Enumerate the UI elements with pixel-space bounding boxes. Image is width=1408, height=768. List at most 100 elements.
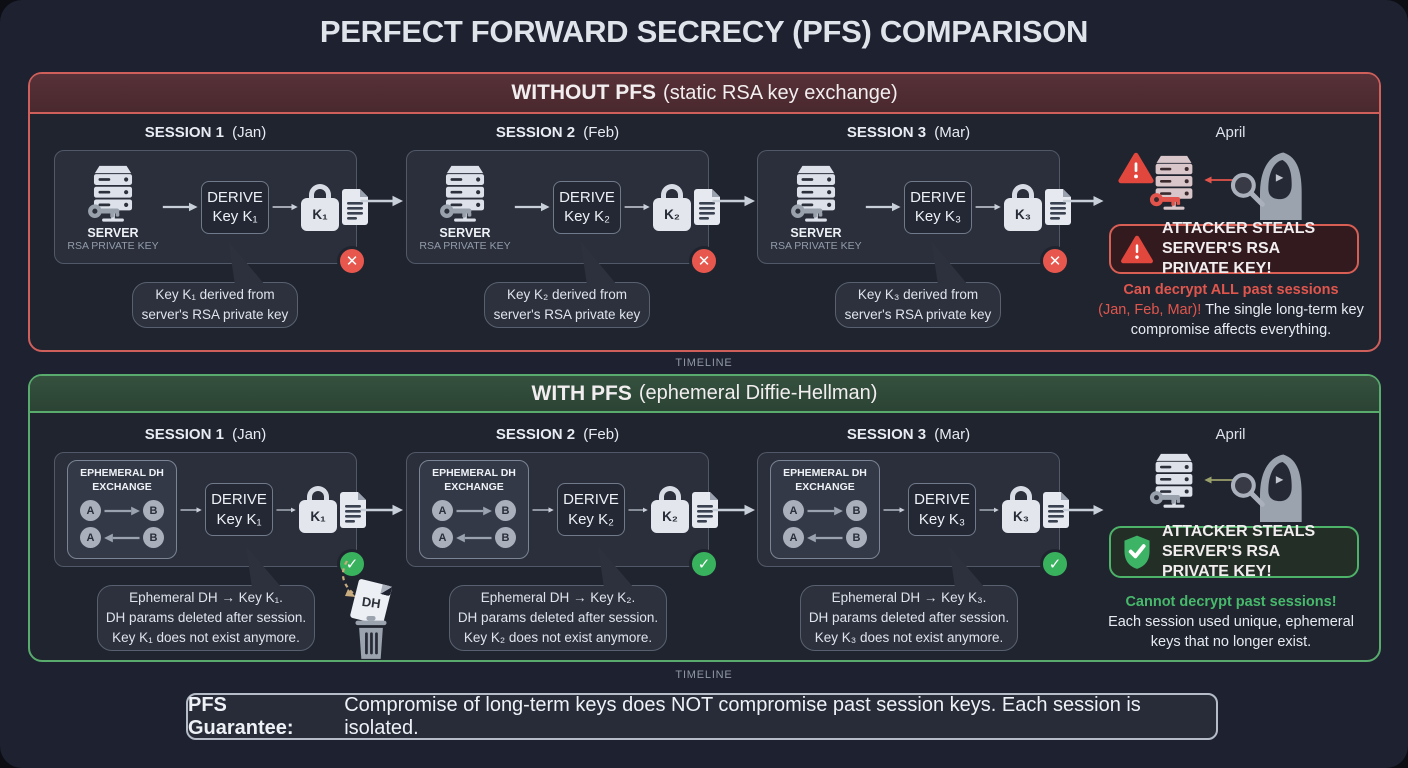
lock-key-label: K₂ bbox=[651, 500, 689, 533]
derive-key-label: Key K₁ bbox=[216, 510, 262, 528]
derive-key-label: Key K₃ bbox=[918, 510, 966, 528]
without-april-notes: Can decrypt ALL past sessions(Jan, Feb, … bbox=[1098, 282, 1364, 338]
without-session-3: SESSION 3 (Mar) SERVER RSA PRIVATE KEY D… bbox=[757, 74, 1060, 350]
session-note-bubble: Key K₁ derived from server's RSA private… bbox=[132, 282, 298, 328]
session-note-bubble: Key K₂ derived from server's RSA private… bbox=[484, 282, 650, 328]
document-icon bbox=[692, 188, 722, 226]
session-name: SESSION 3 bbox=[846, 124, 927, 141]
with-session-1: SESSION 1 (Jan) EPHEMERAL DH EXCHANGE A … bbox=[54, 376, 393, 660]
guarantee-title: PFS Guarantee: bbox=[188, 693, 294, 739]
without-session-1: SESSION 1 (Jan) SERVER RSA PRIVATE KEY D… bbox=[54, 74, 357, 350]
dh-node-b: B bbox=[495, 500, 516, 522]
arrow-right-icon bbox=[532, 504, 554, 516]
session-box: EPHEMERAL DH EXCHANGE A B A B bbox=[406, 452, 719, 579]
server-block: SERVER RSA PRIVATE KEY bbox=[419, 164, 511, 252]
dh-exchange-box: EPHEMERAL DH EXCHANGE A B A B bbox=[770, 460, 880, 559]
arrow-left-icon bbox=[806, 533, 844, 543]
lock-key-label: K₁ bbox=[299, 500, 337, 533]
derive-key-label: Key K₁ bbox=[212, 208, 258, 225]
lock-key-label: K₃ bbox=[1004, 197, 1042, 231]
april-label: April bbox=[1215, 426, 1246, 443]
derive-label: DERIVE bbox=[211, 491, 267, 508]
arrow-right-icon bbox=[514, 201, 550, 213]
safe-check-badge: ✓ bbox=[337, 549, 367, 579]
with-april-notes: Cannot decrypt past sessions!Each sessio… bbox=[1108, 594, 1354, 650]
session-box: EPHEMERAL DH EXCHANGE A B A B bbox=[54, 452, 367, 579]
arrow-right-icon bbox=[455, 506, 493, 516]
session-month: (Mar) bbox=[934, 124, 971, 141]
arrow-left-icon bbox=[103, 533, 141, 543]
session-label: SESSION 3 (Mar) bbox=[757, 426, 1060, 443]
session-note-bubble: Key K₃ derived from server's RSA private… bbox=[835, 282, 1001, 328]
arrow-right-icon bbox=[162, 201, 198, 213]
derive-box: DERIVE Key K₃ bbox=[908, 483, 976, 536]
without-pfs-header-subtitle: (static RSA key exchange) bbox=[663, 81, 898, 104]
server-icon bbox=[787, 164, 845, 224]
session-key-lock-icon: K₃ bbox=[1002, 486, 1040, 533]
server-label: SERVER bbox=[790, 226, 842, 240]
session-name: SESSION 2 bbox=[495, 124, 576, 141]
shield-check-icon bbox=[1121, 534, 1153, 570]
derive-label: DERIVE bbox=[207, 188, 263, 206]
session-name: SESSION 1 bbox=[144, 124, 224, 141]
attacker-alert-box: ATTACKER STEALS SERVER'S RSA PRIVATE KEY… bbox=[1109, 523, 1359, 580]
compromised-x-badge: ✕ bbox=[1040, 246, 1070, 276]
server-sublabel: RSA PRIVATE KEY bbox=[770, 240, 862, 252]
dh-node-a: A bbox=[783, 500, 804, 522]
session-label: SESSION 3 (Mar) bbox=[757, 124, 1060, 141]
dh-node-b: B bbox=[495, 527, 516, 549]
session-month: (Jan) bbox=[232, 124, 267, 141]
session-label: SESSION 2 (Feb) bbox=[406, 124, 709, 141]
without-april-column: April ATTACKER STEALS SERVER'S RSA PRIVA… bbox=[1078, 74, 1383, 350]
session-month: (Mar) bbox=[934, 426, 971, 443]
timeline-arrow-icon bbox=[359, 504, 404, 516]
derive-label: DERIVE bbox=[563, 491, 619, 508]
session-key-lock-icon: K₁ bbox=[299, 486, 337, 533]
arrow-right-icon bbox=[865, 201, 901, 213]
session-key-lock-icon: K₂ bbox=[653, 183, 691, 231]
compromised-x-badge: ✕ bbox=[337, 246, 367, 276]
lock-key-label: K₃ bbox=[1002, 500, 1040, 533]
timeline-label: TIMELINE bbox=[675, 669, 733, 681]
arrow-right-icon bbox=[975, 201, 1001, 213]
with-pfs-header: WITH PFS (ephemeral Diffie-Hellman) bbox=[30, 376, 1379, 413]
without-session-2: SESSION 2 (Feb) SERVER RSA PRIVATE KEY D… bbox=[406, 74, 709, 350]
session-month: (Jan) bbox=[232, 426, 267, 443]
without-pfs-header: WITHOUT PFS (static RSA key exchange) bbox=[30, 74, 1379, 114]
session-label: SESSION 1 (Jan) bbox=[54, 124, 357, 141]
derive-key-label: Key K₃ bbox=[914, 208, 962, 225]
safe-check-badge: ✓ bbox=[1040, 549, 1070, 579]
server-icon bbox=[84, 164, 142, 224]
deleted-dh-trash: DH bbox=[326, 558, 406, 662]
with-session-3: SESSION 3 (Mar) EPHEMERAL DH EXCHANGE A … bbox=[757, 376, 1070, 660]
without-pfs-header-title: WITHOUT PFS bbox=[511, 81, 657, 104]
derive-key-label: Key K₂ bbox=[564, 208, 610, 225]
server-icon bbox=[1146, 452, 1202, 510]
alert-line: ATTACKER STEALS bbox=[1162, 523, 1316, 540]
document-icon bbox=[340, 188, 370, 226]
compromised-server-icon bbox=[1146, 154, 1202, 212]
session-month: (Feb) bbox=[583, 426, 620, 443]
dh-node-b: B bbox=[846, 500, 867, 522]
session-key-lock-icon: K₃ bbox=[1004, 183, 1042, 231]
session-note-bubble: Ephemeral DH → Key K₁. DH params deleted… bbox=[97, 585, 315, 651]
dh-node-b: B bbox=[846, 527, 867, 549]
alert-line: SERVER'S RSA PRIVATE KEY! bbox=[1162, 543, 1280, 580]
arrow-right-icon bbox=[806, 506, 844, 516]
dh-node-a: A bbox=[432, 527, 453, 549]
derive-box: DERIVE Key K₁ bbox=[205, 483, 273, 536]
page-title: PERFECT FORWARD SECRECY (PFS) COMPARISON bbox=[319, 14, 1089, 49]
lock-key-label: K₁ bbox=[301, 197, 339, 231]
with-pfs-panel: WITH PFS (ephemeral Diffie-Hellman) SESS… bbox=[28, 374, 1381, 662]
safe-check-badge: ✓ bbox=[689, 549, 719, 579]
session-box: SERVER RSA PRIVATE KEY DERIVE Key K₃ K₃ … bbox=[757, 150, 1060, 276]
dh-exchange-box: EPHEMERAL DH EXCHANGE A B A B bbox=[419, 460, 529, 559]
derive-label: DERIVE bbox=[559, 188, 615, 206]
dh-node-a: A bbox=[432, 500, 453, 522]
session-note-bubble: Ephemeral DH → Key K₃. DH params deleted… bbox=[800, 585, 1018, 651]
arrow-right-icon bbox=[628, 504, 648, 516]
session-name: SESSION 1 bbox=[144, 426, 224, 443]
dashed-arrow-icon bbox=[341, 560, 356, 597]
session-box: SERVER RSA PRIVATE KEY DERIVE Key K₁ K₁ … bbox=[54, 150, 357, 276]
